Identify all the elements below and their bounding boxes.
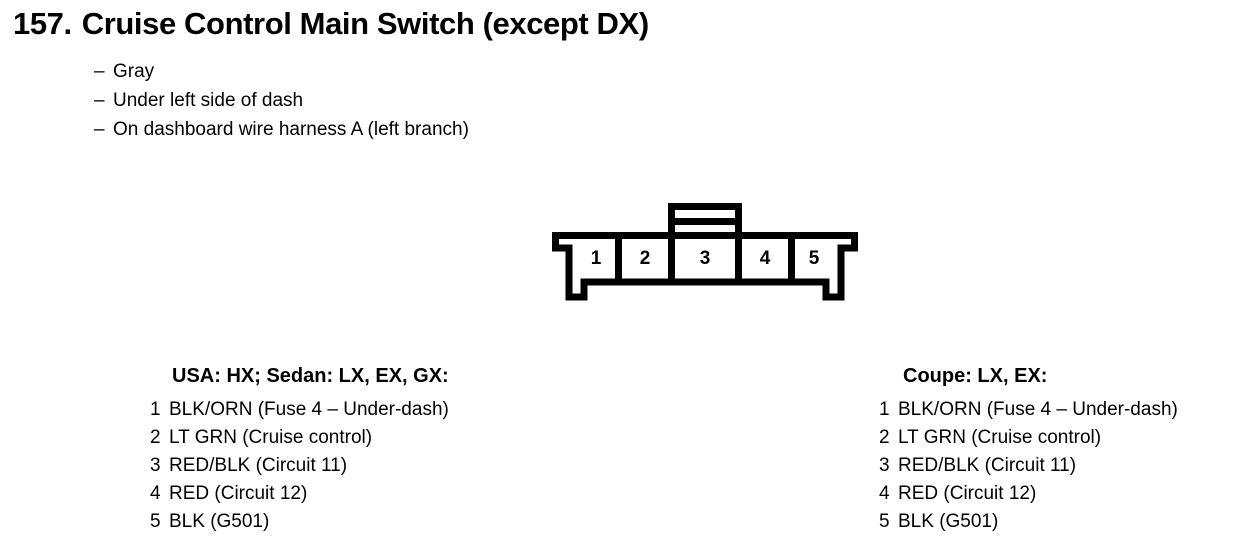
pin-description: BLK (G501): [169, 511, 270, 532]
pin-number: 3: [879, 455, 890, 476]
item-number: 157.: [13, 6, 72, 41]
pin-description: LT GRN (Cruise control): [898, 427, 1102, 448]
pin-number-3: 3: [700, 248, 711, 269]
note-text: Under left side of dash: [113, 90, 304, 111]
pin-description: LT GRN (Cruise control): [169, 427, 373, 448]
connector-body-outline: [552, 232, 858, 301]
dash-bullet-icon: –: [94, 90, 105, 111]
pin-row: 3 RED/BLK (Circuit 11): [150, 452, 449, 480]
pin-column-usa-hx-sedan: USA: HX; Sedan: LX, EX, GX: 1 BLK/ORN (Fu…: [150, 362, 449, 536]
note-text: Gray: [113, 61, 155, 82]
title-text: Cruise Control Main Switch (except DX): [81, 6, 649, 41]
column-heading: USA: HX; Sedan: LX, EX, GX:: [172, 365, 449, 387]
note-item: –On dashboard wire harness A (left branc…: [94, 115, 469, 144]
pin-row: 5 BLK (G501): [150, 508, 449, 536]
pin-list: 1 BLK/ORN (Fuse 4 – Under-dash) 2 LT GRN (…: [879, 396, 1178, 536]
pin-row: 4 RED (Circuit 12): [150, 480, 449, 508]
pin-number-2: 2: [640, 248, 651, 269]
pin-row: 1 BLK/ORN (Fuse 4 – Under-dash): [150, 396, 449, 424]
latch-tab: [668, 203, 742, 236]
pin-number: 5: [150, 511, 161, 532]
pin-list: 1 BLK/ORN (Fuse 4 – Under-dash) 2 LT GRN (…: [150, 396, 449, 536]
pin-number: 1: [150, 399, 161, 420]
pin-number-4: 4: [760, 248, 771, 269]
pin-row: 2 LT GRN (Cruise control): [879, 424, 1178, 452]
connector-diagram: 1 2 3 4 5: [540, 196, 870, 311]
pin-number: 4: [150, 483, 161, 504]
pin-number: 2: [879, 427, 890, 448]
column-heading: Coupe: LX, EX:: [903, 365, 1048, 387]
pin-row: 4 RED (Circuit 12): [879, 480, 1178, 508]
pin-description: BLK/ORN (Fuse 4 – Under-dash): [169, 399, 449, 420]
pin-number: 5: [879, 511, 890, 532]
pin-row: 2 LT GRN (Cruise control): [150, 424, 449, 452]
pin-number-5: 5: [809, 248, 820, 269]
pin-dividers: [615, 236, 795, 282]
pin-number: 3: [150, 455, 161, 476]
pin-number-1: 1: [591, 248, 602, 269]
pin-description: RED/BLK (Circuit 11): [169, 455, 348, 476]
dash-bullet-icon: –: [94, 119, 105, 140]
pin-number: 1: [879, 399, 890, 420]
pin-description: RED (Circuit 12): [169, 483, 308, 504]
pin-row: 1 BLK/ORN (Fuse 4 – Under-dash): [879, 396, 1178, 424]
note-item: –Under left side of dash: [94, 86, 469, 115]
pin-row: 3 RED/BLK (Circuit 11): [879, 452, 1178, 480]
pin-description: BLK (G501): [898, 511, 999, 532]
note-text: On dashboard wire harness A (left branch…: [113, 119, 469, 140]
pin-column-coupe: Coupe: LX, EX: 1 BLK/ORN (Fuse 4 – Under-…: [879, 362, 1178, 536]
note-item: –Gray: [94, 57, 469, 86]
page-title: 157. Cruise Control Main Switch (except D…: [13, 6, 649, 42]
pin-description: RED (Circuit 12): [898, 483, 1037, 504]
pin-row: 5 BLK (G501): [879, 508, 1178, 536]
pin-description: BLK/ORN (Fuse 4 – Under-dash): [898, 399, 1178, 420]
pin-number: 4: [879, 483, 890, 504]
note-list: –Gray –Under left side of dash –On dashb…: [94, 57, 469, 144]
dash-bullet-icon: –: [94, 61, 105, 82]
pin-description: RED/BLK (Circuit 11): [898, 455, 1077, 476]
pin-number: 2: [150, 427, 161, 448]
